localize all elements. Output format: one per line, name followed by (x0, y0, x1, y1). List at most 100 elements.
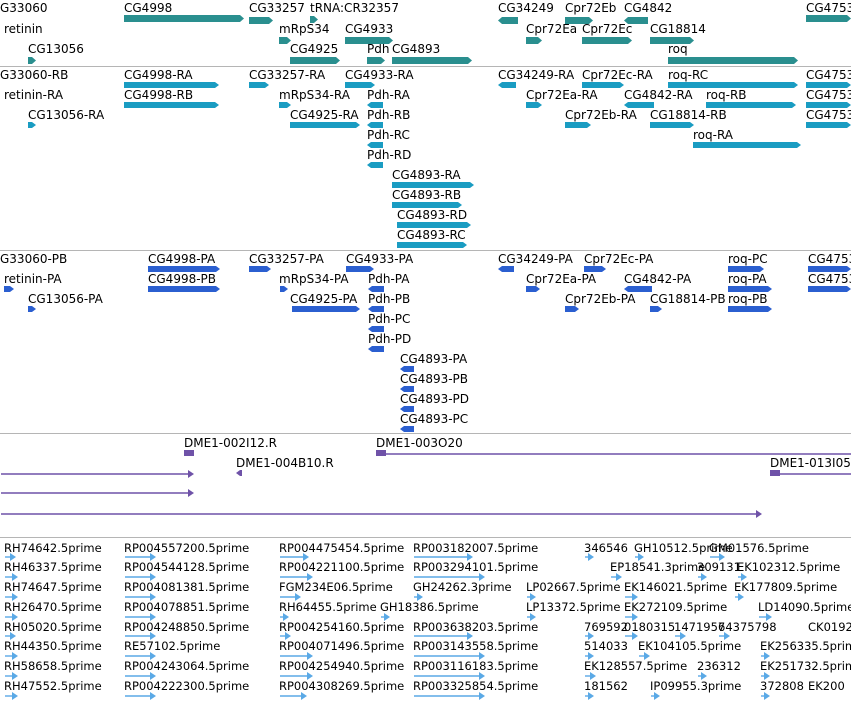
feature-glyph[interactable] (413, 692, 489, 700)
feature-glyph[interactable] (124, 672, 160, 680)
feature-glyph[interactable] (737, 573, 751, 581)
feature-glyph[interactable] (247, 264, 277, 274)
feature-label[interactable]: CG4893 (392, 42, 441, 56)
feature-glyph[interactable] (580, 80, 630, 90)
feature-label[interactable]: CG4753 (808, 252, 851, 266)
feature-glyph[interactable] (26, 304, 42, 314)
feature-glyph[interactable] (526, 593, 540, 601)
feature-label[interactable]: IP09955.3prime (650, 679, 742, 693)
feature-label[interactable]: roq (668, 42, 688, 56)
feature-label[interactable]: CG4893-RC (397, 228, 466, 242)
feature-label[interactable]: CG4925-RA (290, 108, 359, 122)
feature-label[interactable]: RH74647.5prime (4, 580, 102, 594)
feature-glyph[interactable] (804, 100, 851, 110)
feature-label[interactable]: CG4893-PB (400, 372, 469, 386)
feature-glyph[interactable] (496, 80, 522, 90)
feature-label[interactable]: RP004243064.5prime (124, 659, 250, 673)
feature-label[interactable]: RH74642.5prime (4, 541, 102, 555)
feature-glyph[interactable] (4, 652, 22, 660)
feature-glyph[interactable] (4, 672, 22, 680)
feature-glyph[interactable] (366, 324, 390, 334)
feature-glyph[interactable] (666, 80, 804, 90)
feature-glyph[interactable] (279, 632, 295, 640)
feature-label[interactable]: 236312 (697, 659, 741, 673)
feature-glyph[interactable] (366, 304, 390, 314)
feature-glyph[interactable] (124, 553, 160, 561)
feature-glyph[interactable] (734, 593, 748, 601)
feature-label[interactable]: CG4753 (806, 108, 851, 122)
feature-glyph[interactable] (760, 672, 774, 680)
feature-glyph[interactable] (760, 652, 774, 660)
feature-label[interactable]: RH46337.5prime (4, 560, 102, 574)
feature-label[interactable]: retinin (4, 22, 43, 36)
feature-glyph[interactable] (584, 692, 598, 700)
feature-glyph[interactable] (563, 304, 585, 314)
feature-glyph[interactable] (526, 613, 540, 621)
feature-label[interactable]: CG34249-PA (498, 252, 573, 266)
feature-label[interactable]: CG4933 (345, 22, 394, 36)
feature-label[interactable]: retinin-RA (4, 88, 64, 102)
feature-glyph[interactable] (279, 652, 317, 660)
feature-label[interactable]: EK177809.5prime (734, 580, 838, 594)
feature-glyph[interactable] (0, 470, 198, 478)
feature-glyph[interactable] (496, 264, 520, 274)
feature-label[interactable]: RP003294101.5prime (413, 560, 539, 574)
feature-label[interactable]: LP02667.5prime (526, 580, 621, 594)
feature-glyph[interactable] (650, 692, 664, 700)
feature-glyph[interactable] (726, 264, 770, 274)
feature-label[interactable]: 309131 (697, 560, 741, 574)
feature-label[interactable]: 769592 (584, 620, 628, 634)
feature-label[interactable]: CG4893-RD (397, 208, 468, 222)
feature-glyph[interactable] (122, 80, 225, 90)
feature-label[interactable]: Cpr72Eb (565, 1, 617, 15)
feature-label[interactable]: LP13372.5prime (526, 600, 621, 614)
feature-glyph[interactable] (390, 200, 468, 210)
feature-label[interactable]: RE57102.5prime (124, 639, 221, 653)
feature-glyph[interactable] (4, 553, 20, 561)
feature-label[interactable]: roq-RC (668, 68, 709, 82)
feature-glyph[interactable] (366, 284, 390, 294)
feature-label[interactable]: Cpr72Eb-RA (565, 108, 637, 122)
feature-label[interactable]: CG4753 (806, 88, 851, 102)
feature-label[interactable]: CG4753 (806, 1, 851, 15)
feature-label[interactable]: RP003325854.5prime (413, 679, 539, 693)
feature-glyph[interactable] (584, 632, 598, 640)
feature-glyph[interactable] (524, 100, 548, 110)
feature-label[interactable]: G33060-PB (0, 252, 68, 266)
feature-label[interactable]: DME1-013I05 (770, 456, 851, 470)
feature-glyph[interactable] (0, 489, 198, 497)
feature-glyph[interactable] (638, 652, 654, 660)
feature-glyph[interactable] (344, 264, 380, 274)
feature-glyph[interactable] (146, 264, 226, 274)
feature-label[interactable]: RP004248850.5prime (124, 620, 250, 634)
feature-glyph[interactable] (413, 573, 489, 581)
feature-glyph[interactable] (390, 180, 480, 190)
feature-glyph[interactable] (496, 15, 524, 26)
feature-label[interactable]: CG18814-RB (650, 108, 727, 122)
feature-label[interactable]: Pdh-RB (367, 108, 411, 122)
feature-label[interactable]: RP003143558.5prime (413, 639, 539, 653)
feature-label[interactable]: RP004078851.5prime (124, 600, 250, 614)
feature-glyph[interactable] (4, 692, 22, 700)
feature-label[interactable]: Cpr72Ec (582, 22, 633, 36)
feature-label[interactable]: GH18386.5prime (380, 600, 479, 614)
feature-label[interactable]: Cpr72Ec-RA (582, 68, 653, 82)
feature-label[interactable]: Cpr72Ea-RA (526, 88, 598, 102)
feature-glyph[interactable] (390, 55, 478, 66)
feature-glyph[interactable] (124, 613, 160, 621)
feature-label[interactable]: Cpr72Ea (526, 22, 578, 36)
feature-label[interactable]: CG33257-PA (249, 252, 324, 266)
feature-glyph[interactable] (413, 652, 489, 660)
feature-label[interactable]: G33060-RB (0, 68, 69, 82)
feature-glyph[interactable] (697, 672, 711, 680)
feature-label[interactable]: GH24262.3prime (413, 580, 512, 594)
feature-glyph[interactable] (624, 632, 642, 640)
feature-glyph[interactable] (413, 553, 477, 561)
feature-glyph[interactable] (278, 284, 294, 294)
feature-label[interactable]: 0180315 (624, 620, 676, 634)
feature-glyph[interactable] (288, 120, 366, 130)
feature-label[interactable]: RH44350.5prime (4, 639, 102, 653)
feature-glyph[interactable] (0, 510, 766, 518)
feature-label[interactable]: RP004254940.5prime (279, 659, 405, 673)
feature-glyph[interactable] (624, 593, 642, 601)
